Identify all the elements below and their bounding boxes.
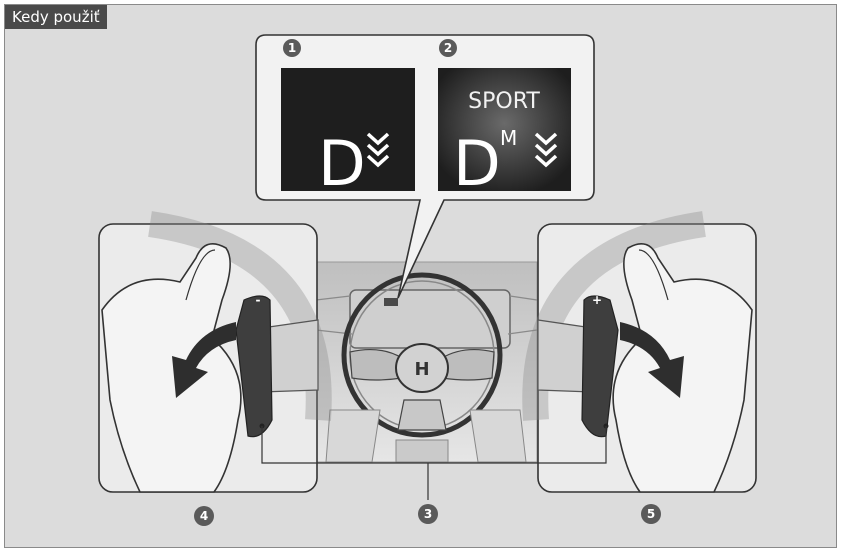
callout-number-1: 1 <box>288 41 296 55</box>
display-location-marker <box>384 298 398 306</box>
plus-paddle-label: + <box>592 293 602 307</box>
right-paddle-inset <box>535 224 756 492</box>
callout-number-5: 5 <box>647 507 655 521</box>
gear-indicator: D <box>453 127 501 200</box>
gear-indicator: D <box>318 127 366 200</box>
minus-paddle-label: - <box>256 293 261 307</box>
center-steering-wheel-view: H <box>316 262 537 462</box>
callout-number-4: 4 <box>200 509 208 523</box>
callout-number-2: 2 <box>444 41 452 55</box>
sport-mode-label: SPORT <box>468 89 540 114</box>
manual-mode-indicator: M <box>500 126 517 150</box>
brand-logo: H <box>414 359 429 380</box>
callout-number-3: 3 <box>424 507 432 521</box>
section-label: Kedy použiť <box>5 5 107 29</box>
left-paddle-inset <box>99 224 319 492</box>
